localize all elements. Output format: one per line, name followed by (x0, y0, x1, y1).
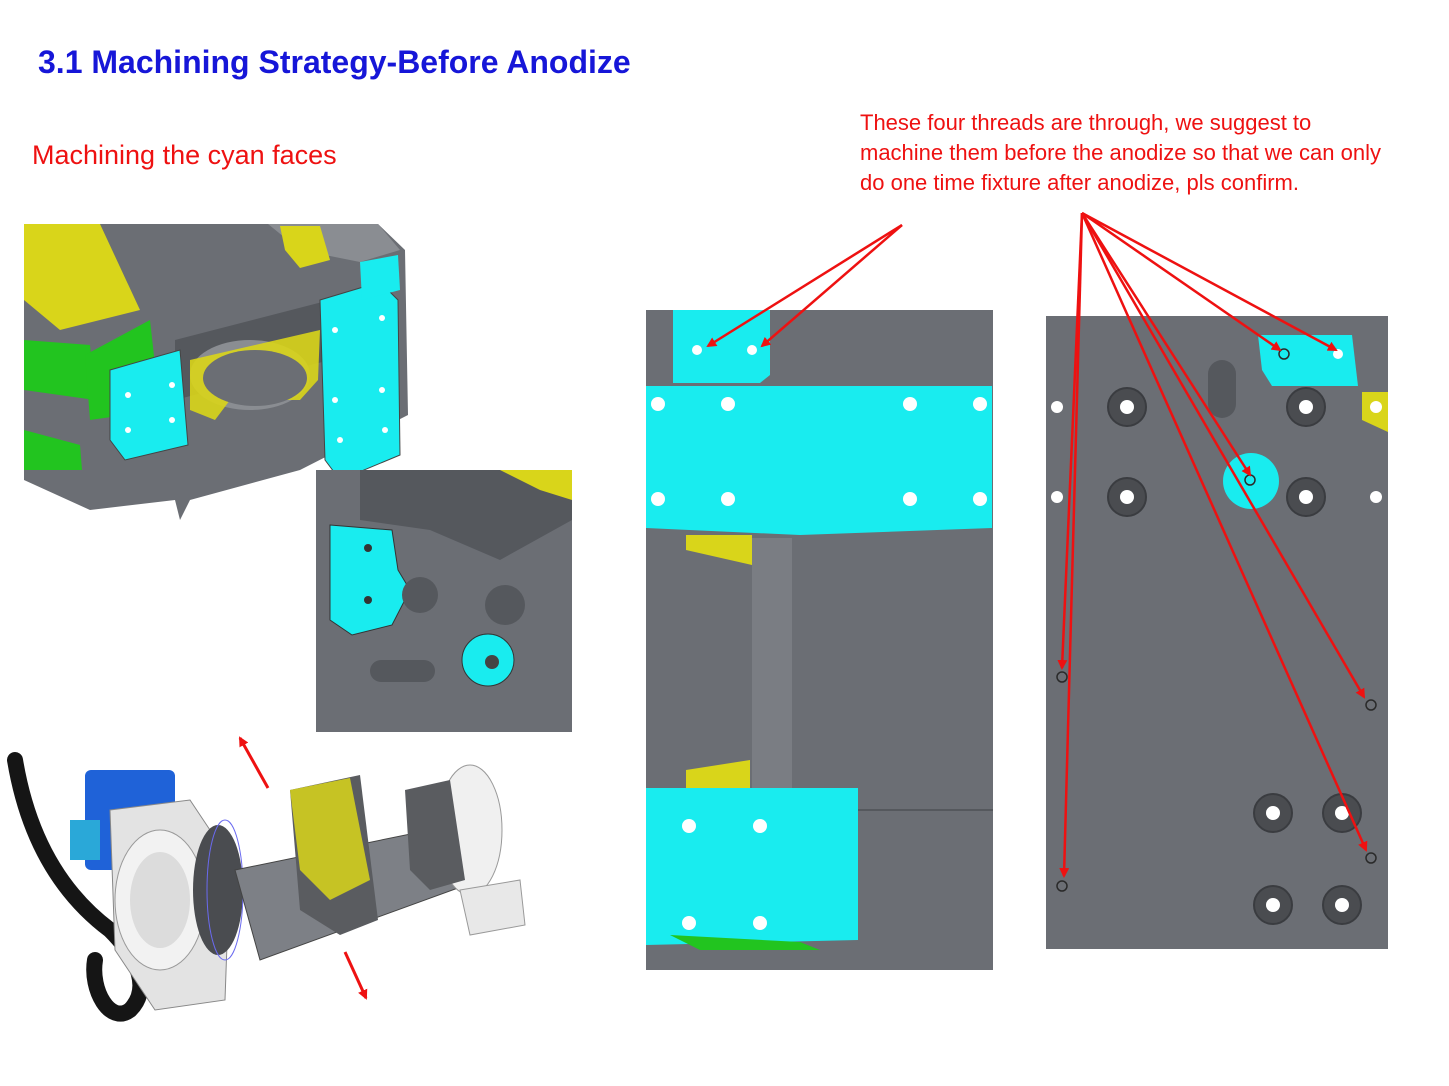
thread-note-line-3: do one time fixture after anodize, pls c… (860, 170, 1299, 195)
detail-view (316, 470, 572, 732)
rotation-arrow-up (238, 736, 270, 789)
rotary-fixture-assembly (7, 752, 526, 1022)
page-title: 3.1 Machining Strategy-Before Anodize (38, 44, 631, 80)
back-view (1046, 316, 1388, 949)
front-view (646, 310, 993, 970)
thread-note-line-2: machine them before the anodize so that … (860, 140, 1381, 165)
thread-note: These four threads are through, we sugge… (860, 108, 1440, 198)
thread-note-line-1: These four threads are through, we sugge… (860, 110, 1312, 135)
annotation-arrows (706, 211, 1368, 878)
isometric-part-view (24, 224, 408, 520)
rotation-arrow-down (343, 951, 368, 1000)
subtitle: Machining the cyan faces (32, 140, 337, 170)
